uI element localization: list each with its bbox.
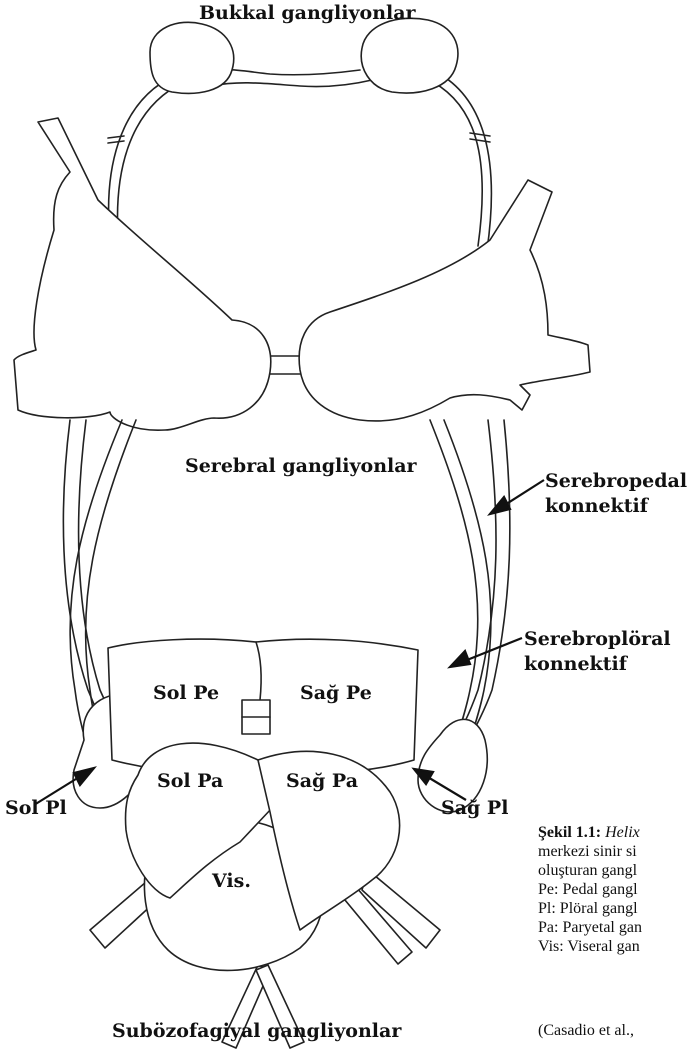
caption-line-3: oluşturan gangl (538, 861, 637, 880)
arrow-cerebropedal (490, 480, 544, 514)
arrow-right-pleural (414, 769, 466, 800)
arrow-cerebropleural (450, 638, 522, 667)
arrow-left-pleural (34, 768, 94, 805)
caption-line-2: merkezi sinir si (538, 842, 637, 861)
caption-line-7: Vis: Viseral gan (538, 937, 640, 956)
caption-citation: (Casadio et al., (538, 1021, 634, 1040)
caption-line-5: Pl: Plöral gangl (538, 899, 638, 918)
caption-line-1: Şekil 1.1: Helix (538, 823, 640, 842)
caption-line-6: Pa: Paryetal gan (538, 918, 642, 937)
caption-line-4: Pe: Pedal gangl (538, 880, 638, 899)
